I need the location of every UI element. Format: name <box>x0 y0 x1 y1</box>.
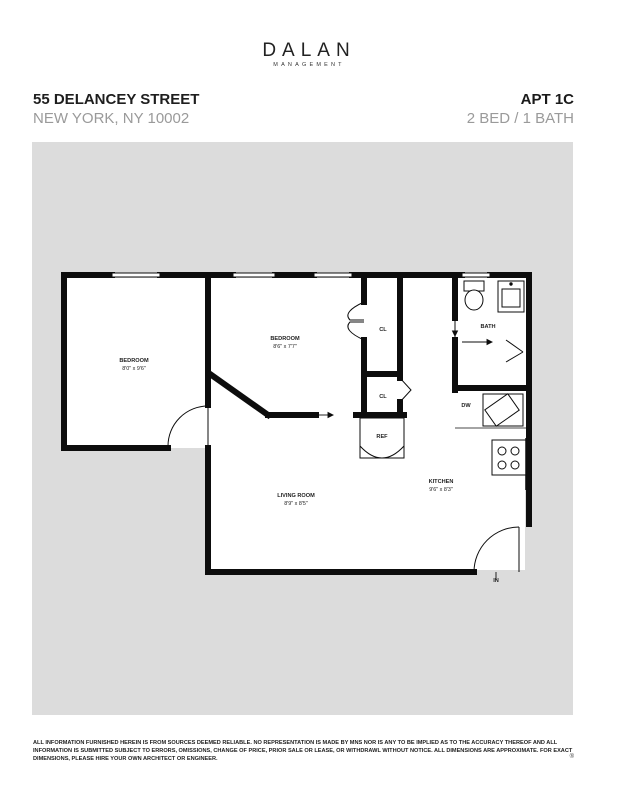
brand-subtitle: MANAGEMENT <box>273 62 345 68</box>
entry-label: IN <box>493 578 499 584</box>
bedroom1-name: BEDROOM <box>119 358 149 364</box>
closet2-door <box>399 377 412 403</box>
closet1-door <box>347 301 365 321</box>
kitchen-fixtures <box>359 393 527 490</box>
fridge <box>359 417 405 459</box>
dishwasher-label: DW <box>461 403 471 409</box>
door-arrows <box>316 318 497 580</box>
fridge-label: REF <box>376 434 388 440</box>
disclaimer-text: ALL INFORMATION FURNISHED HEREIN IS FROM… <box>33 740 573 763</box>
room-labels: BEDROOM 8'0" x 9'6" BEDROOM 8'6" x 7'7" … <box>119 324 498 584</box>
city-line: NEW YORK, NY 10002 <box>33 110 190 127</box>
bedroom2-name: BEDROOM <box>270 336 300 342</box>
stove <box>491 439 527 476</box>
closet1-label: CL <box>379 327 387 333</box>
bath-label: BATH <box>480 324 495 330</box>
living-dims: 8'9" x 8'5" <box>284 501 308 507</box>
bedroom2-dims: 8'6" x 7'7" <box>273 344 297 350</box>
windows <box>111 272 491 278</box>
living-name: LIVING ROOM <box>277 493 315 499</box>
address-title: 55 DELANCEY STREET <box>33 91 200 108</box>
toilet-bowl <box>464 289 484 311</box>
entry-door-swing <box>473 526 520 573</box>
brand-logo: DALAN <box>262 40 356 61</box>
bath-fixtures <box>463 280 525 313</box>
kitchen-dims: 9'6" x 8'3" <box>429 487 453 493</box>
floor-fill <box>67 278 527 570</box>
bedroom1-dims: 8'0" x 9'6" <box>122 366 146 372</box>
bedroom1-door-swing <box>167 405 209 447</box>
kitchen-name: KITCHEN <box>429 479 454 485</box>
corner-mark: ® <box>569 754 574 760</box>
beds-baths-label: 2 BED / 1 BATH <box>466 110 574 127</box>
walls <box>61 272 532 575</box>
closet2-label: CL <box>379 394 387 400</box>
unit-label: APT 1C <box>520 91 574 108</box>
